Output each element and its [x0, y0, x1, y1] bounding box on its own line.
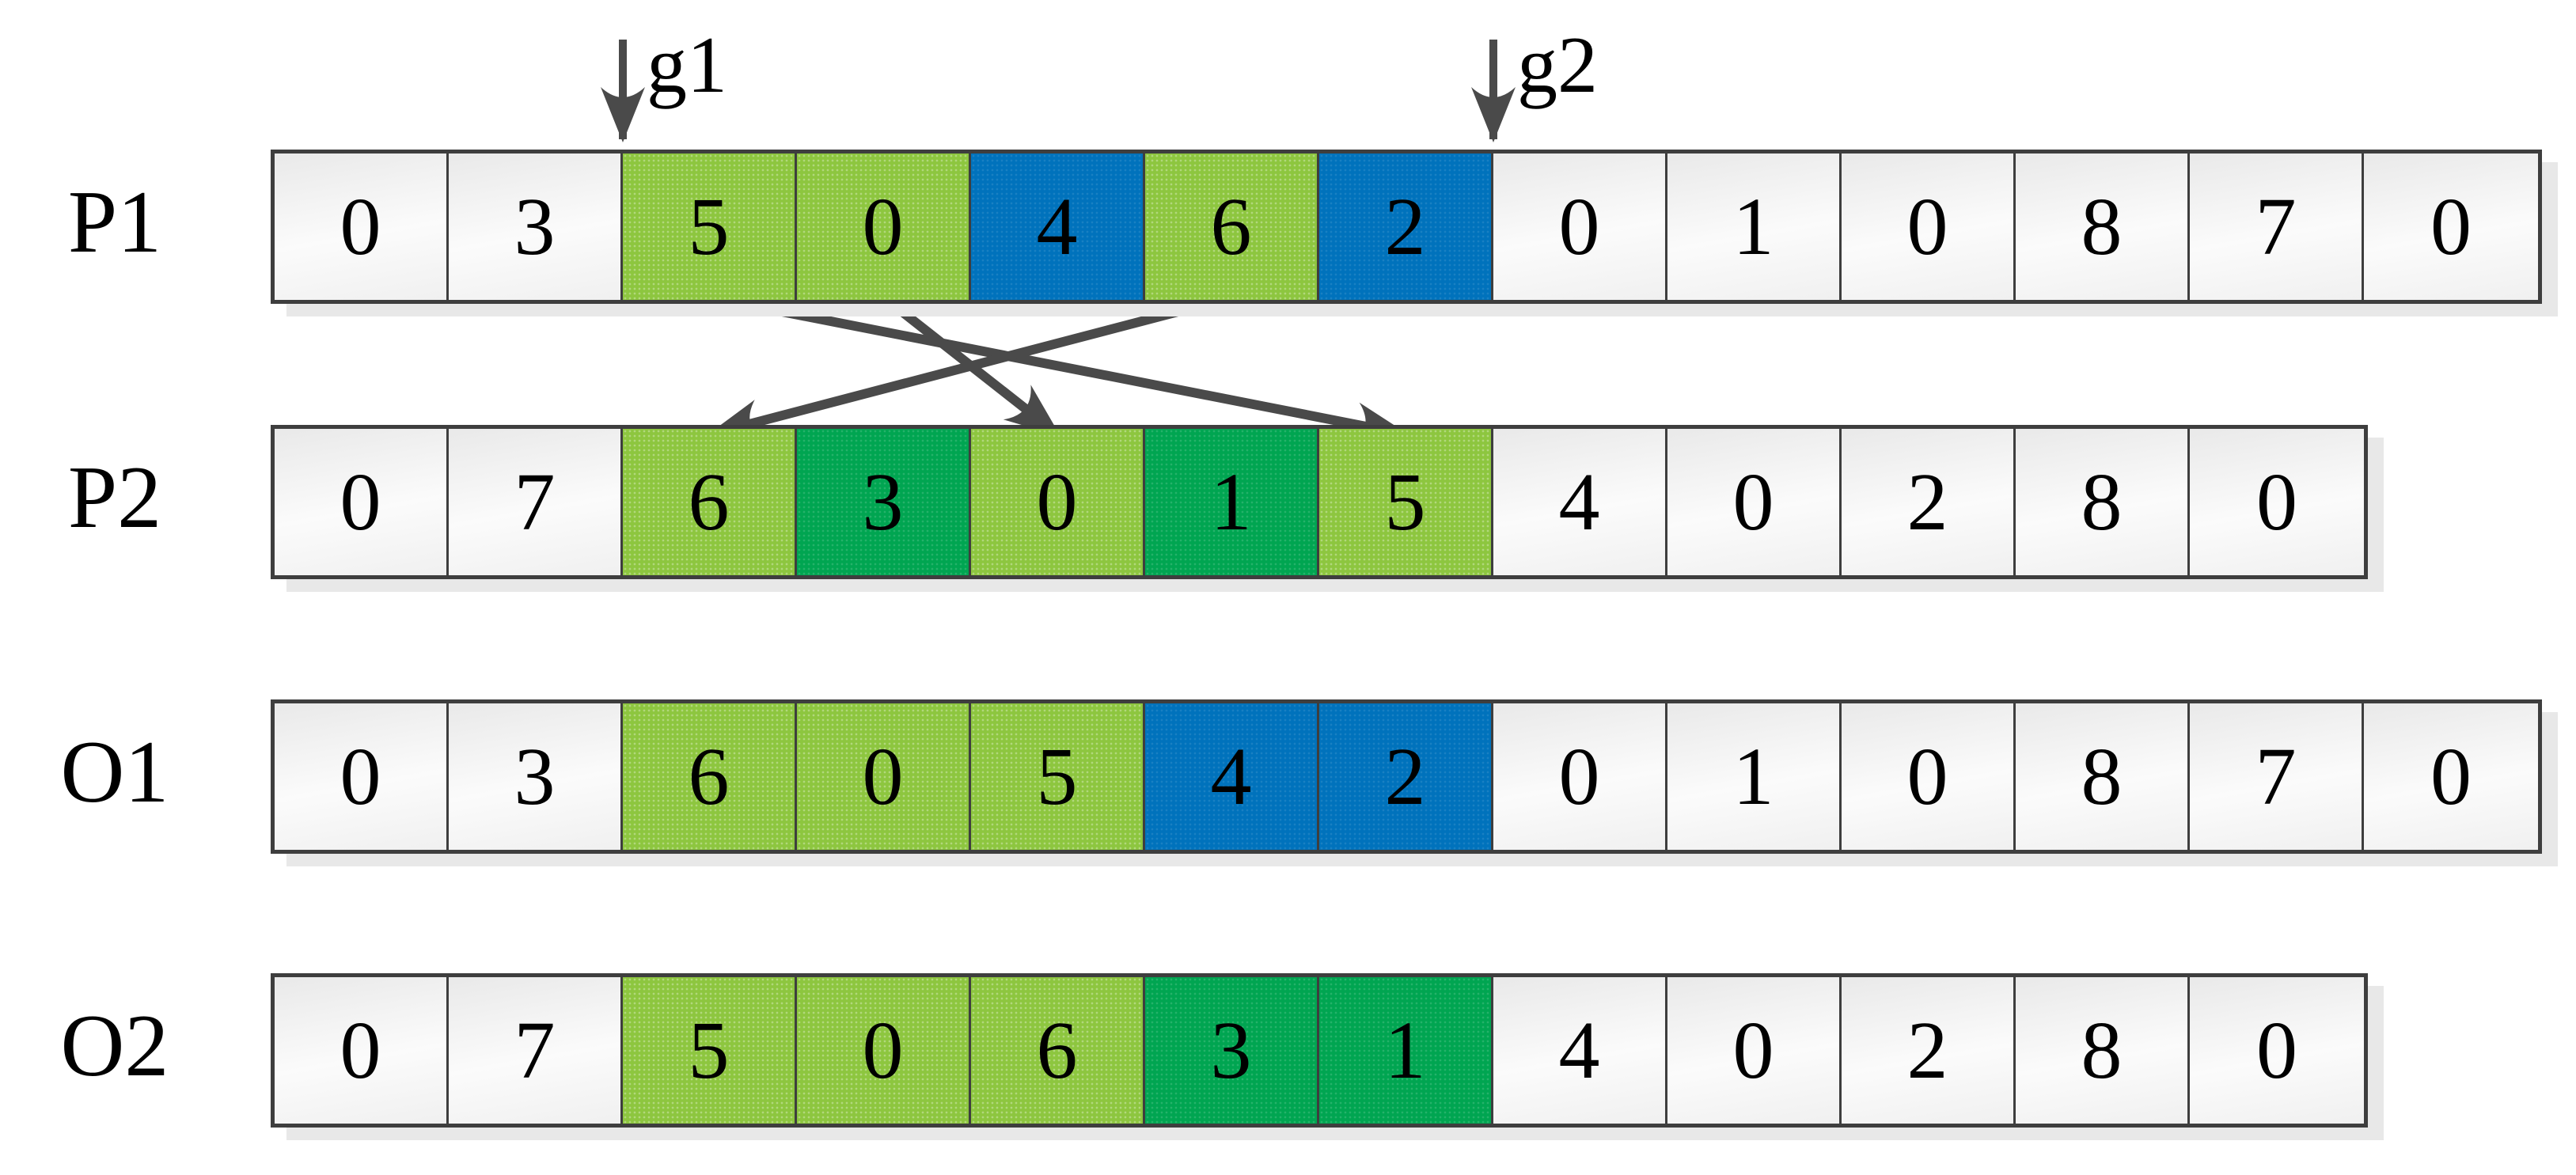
gene-cell-P2-5: 1 — [1145, 429, 1319, 575]
gene-cell-O1-4: 5 — [971, 703, 1145, 850]
gene-cell-O1-12: 0 — [2364, 703, 2538, 850]
gene-cell-P2-7: 4 — [1493, 429, 1667, 575]
gene-cell-P1-8: 1 — [1667, 154, 1842, 300]
gene-cell-P2-8: 0 — [1667, 429, 1842, 575]
gene-cell-P1-6: 2 — [1319, 154, 1493, 300]
gene-cell-P1-4: 4 — [971, 154, 1145, 300]
row-label-O1: O1 — [60, 723, 169, 821]
gene-cell-O2-0: 0 — [275, 977, 449, 1124]
gene-cell-O2-8: 0 — [1667, 977, 1842, 1124]
gene-cell-O1-2: 6 — [623, 703, 797, 850]
gene-cell-O1-10: 8 — [2016, 703, 2190, 850]
gene-cell-P2-11: 0 — [2190, 429, 2364, 575]
gene-cell-O2-11: 0 — [2190, 977, 2364, 1124]
gene-cell-O1-11: 7 — [2190, 703, 2364, 850]
gene-cell-P1-7: 0 — [1493, 154, 1667, 300]
row-label-O2: O2 — [60, 997, 169, 1095]
gene-cell-O2-1: 7 — [449, 977, 623, 1124]
gene-cell-P2-2: 6 — [623, 429, 797, 575]
gene-cell-P1-5: 6 — [1145, 154, 1319, 300]
crossover-arrow-gene-5 — [708, 293, 1409, 446]
gene-cell-P1-9: 0 — [1842, 154, 2016, 300]
gene-cell-O2-9: 2 — [1842, 977, 2016, 1124]
gene-cell-O1-8: 1 — [1667, 703, 1842, 850]
gene-cell-P2-6: 5 — [1319, 429, 1493, 575]
gene-cell-O1-0: 0 — [275, 703, 449, 850]
gene-cell-P2-9: 2 — [1842, 429, 2016, 575]
gene-cell-P1-11: 7 — [2190, 154, 2364, 300]
gene-cell-O1-9: 0 — [1842, 703, 2016, 850]
row-label-P2: P2 — [67, 449, 162, 547]
gene-cell-P2-0: 0 — [275, 429, 449, 575]
gene-cell-P2-10: 8 — [2016, 429, 2190, 575]
gene-cell-O1-6: 2 — [1319, 703, 1493, 850]
gene-cell-O2-3: 0 — [797, 977, 971, 1124]
gene-cell-P2-1: 7 — [449, 429, 623, 575]
gene-cell-O2-10: 8 — [2016, 977, 2190, 1124]
gene-cell-O2-7: 4 — [1493, 977, 1667, 1124]
cut-point-label-g1: g1 — [647, 21, 727, 110]
gene-cell-P1-3: 0 — [797, 154, 971, 300]
gene-cell-P2-4: 0 — [971, 429, 1145, 575]
gene-cell-O1-1: 3 — [449, 703, 623, 850]
cut-point-label-g2: g2 — [1517, 21, 1598, 110]
crossover-arrow-gene-6 — [707, 293, 1234, 443]
gene-cell-P1-10: 8 — [2016, 154, 2190, 300]
gene-cell-P1-2: 5 — [623, 154, 797, 300]
crossover-arrow-gene-0 — [881, 294, 1061, 438]
gene-cell-O2-5: 3 — [1145, 977, 1319, 1124]
gene-cell-O2-4: 6 — [971, 977, 1145, 1124]
gene-cell-O2-6: 1 — [1319, 977, 1493, 1124]
gene-cell-P1-12: 0 — [2364, 154, 2538, 300]
gene-cell-P1-1: 3 — [449, 154, 623, 300]
gene-cell-P1-0: 0 — [275, 154, 449, 300]
gene-cell-O1-7: 0 — [1493, 703, 1667, 850]
row-label-P1: P1 — [67, 173, 162, 271]
gene-cell-O2-2: 5 — [623, 977, 797, 1124]
gene-cell-O1-5: 4 — [1145, 703, 1319, 850]
gene-cell-P2-3: 3 — [797, 429, 971, 575]
gene-cell-O1-3: 0 — [797, 703, 971, 850]
